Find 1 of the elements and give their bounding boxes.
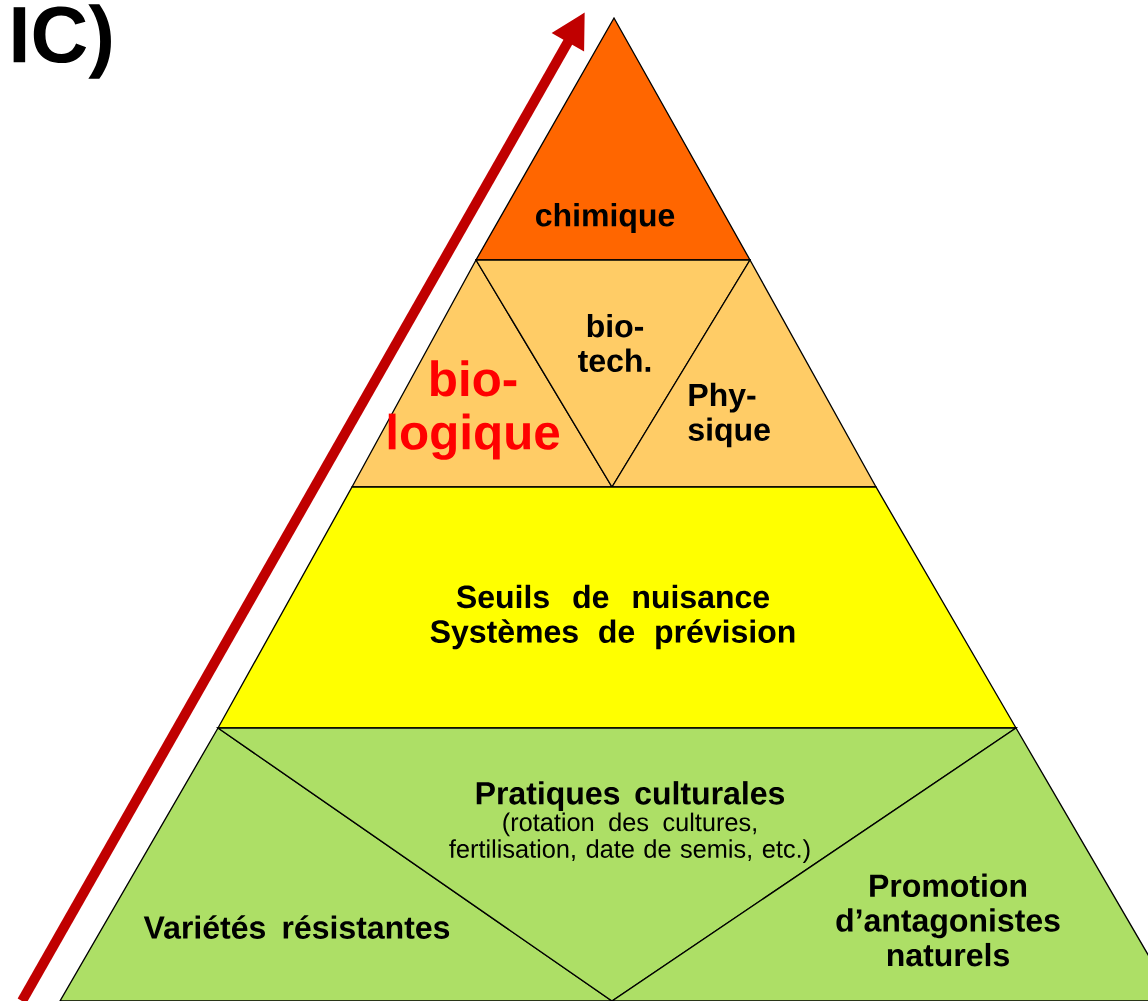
title: IC) — [13, 4, 111, 79]
